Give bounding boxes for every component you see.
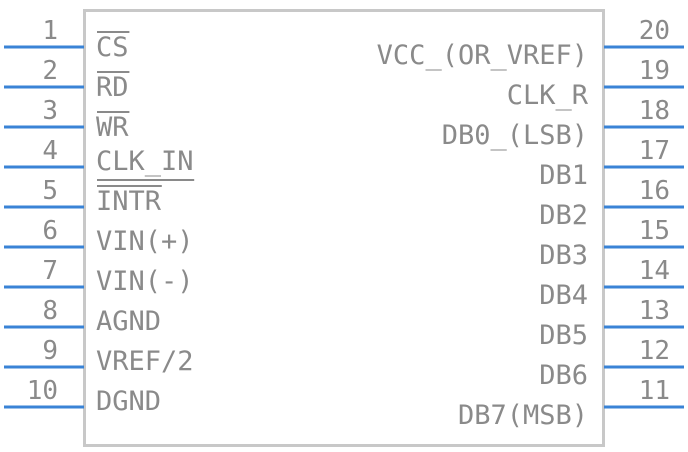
pin-6-number: 6 xyxy=(42,216,58,246)
pin-8-name: AGND xyxy=(96,306,161,337)
pin-7-name: VIN(-) xyxy=(96,266,194,297)
pin-6-name: VIN(+) xyxy=(96,226,194,257)
pin-9-name: VREF/2 xyxy=(96,346,194,377)
pin-17-number: 17 xyxy=(639,136,670,166)
pin-14-name: DB4 xyxy=(539,280,588,311)
pin-5-number: 5 xyxy=(42,176,58,206)
pin-1-name: CS xyxy=(96,32,129,63)
pin-16-name: DB2 xyxy=(539,200,588,231)
pin-2-name: RD xyxy=(96,72,129,103)
pin-20-name: VCC_(OR_VREF) xyxy=(377,40,588,71)
pin-16-number: 16 xyxy=(639,176,670,206)
pin-4-name: CLK_IN xyxy=(96,146,194,177)
pin-2-number: 2 xyxy=(42,56,58,86)
pin-13-name: DB5 xyxy=(539,320,588,351)
pin-14-number: 14 xyxy=(639,256,670,286)
pin-4-number: 4 xyxy=(42,136,58,166)
pin-20-number: 20 xyxy=(639,16,670,46)
pin-18-number: 18 xyxy=(639,96,670,126)
pin-17-name: DB1 xyxy=(539,160,588,191)
pin-7-number: 7 xyxy=(42,256,58,286)
pin-12-name: DB6 xyxy=(539,360,588,391)
pin-19-number: 19 xyxy=(639,56,670,86)
pin-11-name: DB7(MSB) xyxy=(458,400,588,431)
pin-15-number: 15 xyxy=(639,216,670,246)
pin-11-number: 11 xyxy=(639,376,670,406)
pin-18-name: DB0_(LSB) xyxy=(442,120,588,151)
pin-10-name: DGND xyxy=(96,386,161,417)
left-pin-group: 1CS 2RD 3WR 4 CLK_IN 5 INTR 6 VIN(+) 7 VIN(-) 8 AGND… xyxy=(4,16,195,417)
pin-13-number: 13 xyxy=(639,296,670,326)
ic-body-outline xyxy=(83,9,605,447)
pin-5-name: INTR xyxy=(96,186,162,217)
pin-3-number: 3 xyxy=(42,96,58,126)
pin-10-number: 10 xyxy=(27,376,58,406)
pin-15-name: DB3 xyxy=(539,240,588,271)
pin-3-name: WR xyxy=(96,112,129,143)
pin-8-number: 8 xyxy=(42,296,58,326)
pin-1-number: 1 xyxy=(42,16,58,46)
pin-9-number: 9 xyxy=(42,336,58,366)
pin-19-name: CLK_R xyxy=(507,80,589,111)
pin-12-number: 12 xyxy=(639,336,670,366)
